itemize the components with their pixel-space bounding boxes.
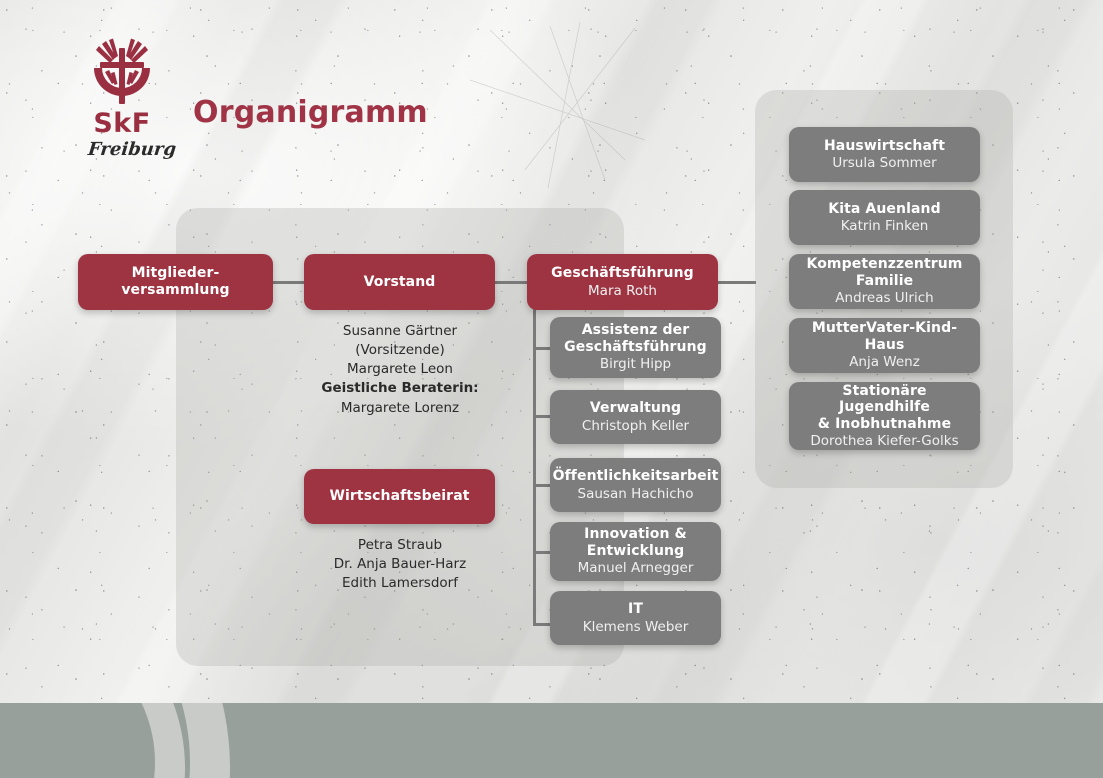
- vorstand-member-list: Susanne Gärtner (Vorsitzende) Margarete …: [300, 322, 500, 418]
- node-person: Anja Wenz: [849, 354, 920, 371]
- node-person: Mara Roth: [588, 282, 657, 299]
- node-title: MutterVater-Kind-Haus: [811, 320, 958, 353]
- node-title: Geschäftsführung: [551, 265, 694, 282]
- logo-city-name: Freiburg: [86, 139, 178, 160]
- node-title: Hauswirtschaft: [823, 137, 946, 154]
- node-title: Kita Auenland: [828, 200, 941, 217]
- node-person: Christoph Keller: [581, 417, 690, 434]
- connector-mitglieder-vorstand: [272, 281, 306, 284]
- node-title: IT: [628, 601, 643, 618]
- node-title: Kompetenzzentrum Familie: [806, 256, 963, 289]
- node-person: Birgit Hipp: [599, 356, 672, 373]
- node-person: Manuel Arnegger: [577, 560, 694, 577]
- node-mitgliederversammlung[interactable]: Mitglieder- versammlung: [78, 254, 273, 310]
- wirtschaftsbeirat-member-list: Petra Straub Dr. Anja Bauer-Harz Edith L…: [300, 536, 500, 593]
- node-person: Andreas Ulrich: [835, 290, 934, 307]
- wirtschaftsbeirat-member: Edith Lamersdorf: [342, 575, 458, 592]
- node-person: Sausan Hachicho: [577, 485, 694, 502]
- node-person: Klemens Weber: [582, 618, 689, 635]
- footer-band: [0, 703, 1103, 778]
- node-kompetenzzentrum-familie[interactable]: Kompetenzzentrum Familie Andreas Ulrich: [789, 254, 980, 309]
- wirtschaftsbeirat-member: Petra Straub: [357, 537, 443, 553]
- node-hauswirtschaft[interactable]: Hauswirtschaft Ursula Sommer: [789, 127, 980, 182]
- node-title: Verwaltung: [589, 400, 682, 417]
- node-oeffentlichkeitsarbeit[interactable]: Öffentlichkeitsarbeit Sausan Hachicho: [550, 458, 721, 512]
- node-kita-auenland[interactable]: Kita Auenland Katrin Finken: [789, 190, 980, 245]
- node-geschaeftsfuehrung[interactable]: Geschäftsführung Mara Roth: [527, 254, 718, 310]
- vorstand-advisor-name: Margarete Lorenz: [340, 399, 460, 416]
- caritas-cross-icon: [94, 38, 150, 104]
- node-person: Katrin Finken: [840, 218, 929, 235]
- vorstand-advisor-label: Geistliche Beraterin:: [321, 380, 479, 397]
- node-title: Innovation & Entwicklung: [584, 526, 687, 559]
- node-assistenz-der-geschaeftsfuehrung[interactable]: Assistenz der Geschäftsführung Birgit Hi…: [550, 317, 721, 378]
- node-wirtschaftsbeirat[interactable]: Wirtschaftsbeirat: [304, 469, 495, 524]
- connector-branch-verwaltung: [533, 415, 557, 418]
- node-person: Dorothea Kiefer-Golks: [810, 433, 959, 450]
- vorstand-member: Susanne Gärtner (Vorsitzende): [342, 323, 458, 359]
- skf-logo: SkF Freiburg: [87, 38, 177, 160]
- connector-geschaeftsfuehrung-divisions: [717, 281, 756, 284]
- node-title: Öffentlichkeitsarbeit: [552, 468, 719, 485]
- node-muttervater-kind-haus[interactable]: MutterVater-Kind-Haus Anja Wenz: [789, 318, 980, 373]
- node-innovation-entwicklung[interactable]: Innovation & Entwicklung Manuel Arnegger: [550, 522, 721, 581]
- node-title: Mitglieder- versammlung: [121, 265, 230, 298]
- node-stationaere-jugendhilfe[interactable]: Stationäre Jugendhilfe & Inobhutnahme Do…: [789, 382, 980, 450]
- connector-vorstand-geschaeftsfuehrung: [494, 281, 528, 284]
- node-vorstand[interactable]: Vorstand: [304, 254, 495, 310]
- connector-branch-it: [533, 623, 557, 626]
- connector-branch-innovation: [533, 551, 557, 554]
- node-person: Ursula Sommer: [832, 155, 937, 172]
- connector-branch-oeffentlich: [533, 484, 557, 487]
- page-title: Organigramm: [193, 95, 428, 130]
- node-verwaltung[interactable]: Verwaltung Christoph Keller: [550, 390, 721, 444]
- node-title: Wirtschaftsbeirat: [329, 488, 470, 505]
- node-title: Stationäre Jugendhilfe & Inobhutnahme: [817, 382, 952, 432]
- connector-trunk-staff-units: [533, 308, 536, 626]
- connector-branch-assistenz: [533, 347, 557, 350]
- background-scratch-marks: [469, 21, 646, 189]
- node-title: Assistenz der Geschäftsführung: [564, 322, 707, 355]
- node-title: Vorstand: [363, 273, 436, 290]
- vorstand-member: Margarete Leon: [347, 361, 453, 378]
- node-it[interactable]: IT Klemens Weber: [550, 591, 721, 645]
- wirtschaftsbeirat-member: Dr. Anja Bauer-Harz: [333, 556, 467, 573]
- logo-wordmark: SkF: [93, 108, 151, 139]
- footer-swoosh: [0, 703, 155, 778]
